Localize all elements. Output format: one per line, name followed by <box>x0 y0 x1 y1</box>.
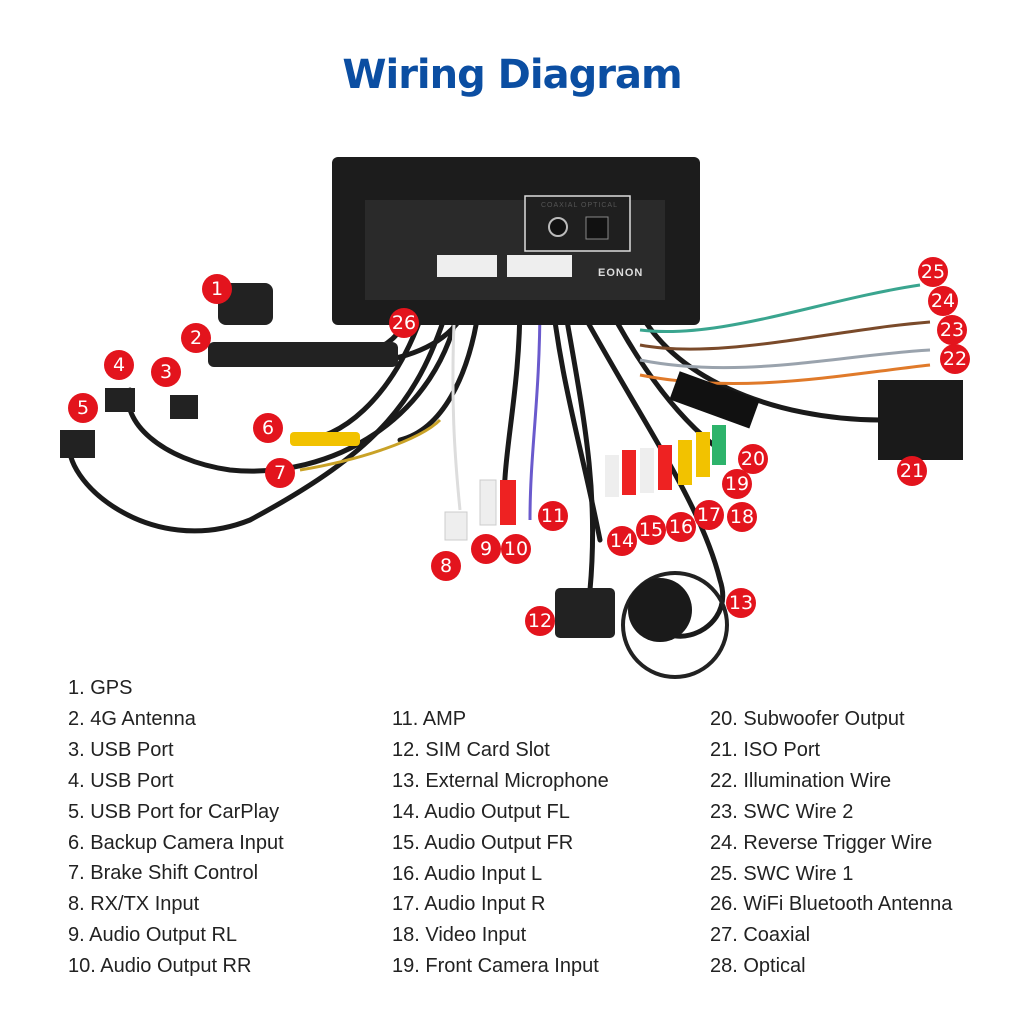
usb-carplay <box>60 430 95 458</box>
legend-item: 2. 4G Antenna <box>68 707 196 730</box>
sim-card-box <box>555 588 615 638</box>
legend-item: 19. Front Camera Input <box>392 955 599 978</box>
legend-item: 23. SWC Wire 2 <box>710 800 854 823</box>
page-title: Wiring Diagram <box>342 52 682 98</box>
callout-badge: 4 <box>104 350 134 380</box>
callout-badge: 17 <box>694 500 724 530</box>
callout-badge: 24 <box>928 286 958 316</box>
callout-badge: 23 <box>937 315 967 345</box>
iso-connector <box>878 380 963 460</box>
legend-item: 24. Reverse Trigger Wire <box>710 831 933 854</box>
callout-badge: 20 <box>738 444 768 474</box>
callout-badge: 10 <box>501 534 531 564</box>
coaxial-port <box>548 217 568 237</box>
usb-port-3 <box>170 395 198 419</box>
legend-item: 20. Subwoofer Output <box>710 708 905 730</box>
legend-item: 11. AMP <box>392 708 467 730</box>
legend-item: 9. Audio Output RL <box>68 924 238 947</box>
legend-item: 18. Video Input <box>392 924 527 947</box>
rx-tx-plug <box>444 511 468 541</box>
callout-badge: 21 <box>897 456 927 486</box>
legend-item: 14. Audio Output FL <box>392 800 570 823</box>
callout-badge: 11 <box>538 501 568 531</box>
external-microphone <box>628 578 692 642</box>
callout-badge: 12 <box>525 606 555 636</box>
legend-item: 5. USB Port for CarPlay <box>68 800 280 823</box>
legend-item: 7. Brake Shift Control <box>68 862 259 885</box>
legend-item: 12. SIM Card Slot <box>392 738 550 761</box>
legend-item: 13. External Microphone <box>392 769 609 792</box>
legend-item: 4. USB Port <box>68 769 174 792</box>
legend-item: 17. Audio Input R <box>392 893 546 916</box>
subwoofer-box <box>669 371 760 429</box>
coaxial-optical-label: COAXIAL OPTICAL <box>541 202 618 209</box>
legend-item: 16. Audio Input L <box>392 862 543 885</box>
callout-badge: 5 <box>68 393 98 423</box>
callout-badge: 19 <box>722 469 752 499</box>
callout-badge: 16 <box>666 512 696 542</box>
legend-item: 15. Audio Output FR <box>392 831 574 854</box>
callout-badge: 15 <box>636 515 666 545</box>
microphone-cable <box>621 571 729 679</box>
legend-item: 21. ISO Port <box>710 738 821 761</box>
backup-camera-rca <box>290 432 360 446</box>
legend-item: 22. Illumination Wire <box>710 769 892 792</box>
head-unit-illustration <box>60 157 963 679</box>
callout-badge: 18 <box>727 502 757 532</box>
callout-badge: 25 <box>918 257 948 287</box>
legend-item: 6. Backup Camera Input <box>68 831 284 854</box>
callout-badge: 26 <box>389 308 419 338</box>
callout-badge: 6 <box>253 413 283 443</box>
legend-item: 3. USB Port <box>68 738 174 761</box>
brand-logo: EONON <box>598 267 644 279</box>
optical-port <box>585 216 609 240</box>
legend-item: 8. RX/TX Input <box>68 893 200 916</box>
legend-item: 26. WiFi Bluetooth Antenna <box>710 893 953 916</box>
callout-badge: 2 <box>181 323 211 353</box>
legend-item: 1. GPS <box>68 677 133 699</box>
callout-badge: 13 <box>726 588 756 618</box>
callout-badge: 9 <box>471 534 501 564</box>
rca-plugs <box>605 425 726 497</box>
callout-badge: 14 <box>607 526 637 556</box>
callout-badge: 1 <box>202 274 232 304</box>
callout-badge: 22 <box>940 344 970 374</box>
legend-item: 28. Optical <box>710 955 806 978</box>
legend-item: 25. SWC Wire 1 <box>710 862 854 885</box>
callout-badge: 8 <box>431 551 461 581</box>
4g-antenna <box>208 342 398 367</box>
callout-badge: 3 <box>151 357 181 387</box>
legend-item: 27. Coaxial <box>710 924 811 947</box>
legend-item: 10. Audio Output RR <box>68 955 252 978</box>
usb-port-4 <box>105 388 135 412</box>
callout-badge: 7 <box>265 458 295 488</box>
gps-antenna <box>218 283 273 325</box>
